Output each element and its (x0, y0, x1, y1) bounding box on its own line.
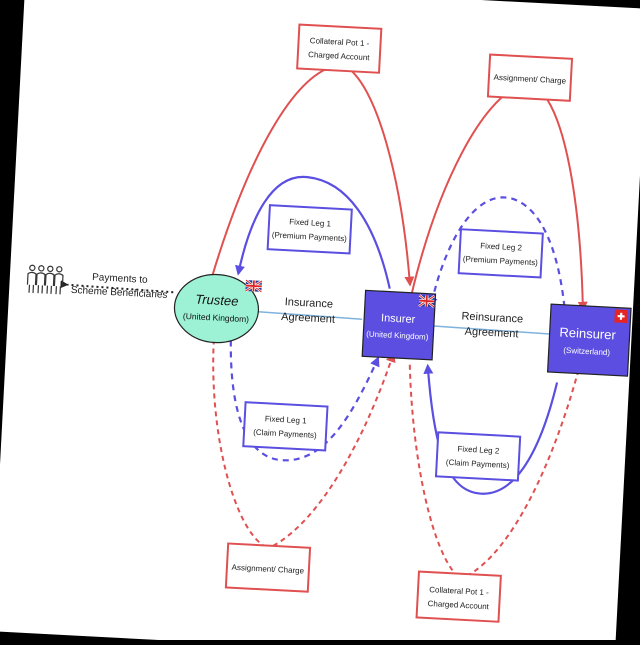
collateral-top-line2: Charged Account (308, 50, 371, 62)
reinsurance-agreement-line1: Reinsurance (461, 310, 523, 325)
arc-reinsurer-premium-dashed (427, 196, 567, 318)
arc-insurer-to-collateral-bottom (408, 364, 458, 577)
fixed-leg-1-premium-line1: Fixed Leg 1 (289, 217, 332, 228)
reinsurance-agreement-line2: Agreement (464, 326, 518, 341)
arc-collateral-bottom-to-reinsurer (466, 373, 579, 577)
swiss-flag-icon (614, 309, 628, 324)
fixed-leg-1-claim-line2: (Claim Payments) (253, 428, 317, 440)
assignment-charge-top-box[interactable]: Assignment/ Charge (486, 53, 574, 102)
payments-label-line1: Payments to (92, 272, 149, 286)
uk-flag-icon (418, 294, 436, 308)
people-group-icon (26, 264, 64, 295)
assignment-bottom-text: Assignment/ Charge (231, 563, 304, 576)
reinsurer-title: Reinsurer (559, 325, 617, 343)
insurer-node[interactable]: Insurer (United Kingdom) (361, 289, 437, 361)
collateral-bottom-line2: Charged Account (427, 599, 490, 611)
uk-flag-icon (244, 279, 263, 293)
fixed-leg-2-premium-line1: Fixed Leg 2 (480, 241, 523, 252)
trustee-node[interactable]: Trustee (United Kingdom) (173, 272, 260, 344)
fixed-leg-2-claim-box[interactable]: Fixed Leg 2 (Claim Payments) (434, 431, 522, 482)
insurance-agreement-line (258, 311, 363, 320)
trustee-subtitle: (United Kingdom) (183, 311, 250, 324)
fixed-leg-2-premium-box[interactable]: Fixed Leg 2 (Premium Payments) (457, 228, 544, 279)
insurance-agreement-line2: Agreement (281, 311, 335, 326)
arc-reinsurer-claim-to-insurer (423, 363, 559, 495)
collateral-pot-1-top-box[interactable]: Collateral Pot 1 - Charged Account (296, 23, 383, 74)
insurer-title: Insurer (381, 312, 416, 326)
reinsurer-node[interactable]: Reinsurer (Switzerland) (546, 303, 632, 377)
reinsurance-agreement-line (431, 325, 552, 335)
arc-trustee-to-collateral-top (211, 65, 334, 277)
reinsurer-subtitle: (Switzerland) (563, 346, 610, 357)
fixed-leg-2-premium-line2: (Premium Payments) (463, 254, 539, 267)
arc-assignment-bottom-to-insurer (272, 351, 396, 547)
collateral-top-line1: Collateral Pot 1 - (310, 36, 370, 48)
assignment-charge-bottom-box[interactable]: Assignment/ Charge (224, 542, 312, 593)
payments-label-line2: Scheme Beneficiaries (71, 285, 168, 301)
fixed-leg-1-premium-box[interactable]: Fixed Leg 1 (Premium Payments) (266, 204, 353, 255)
insurance-agreement-line1: Insurance (284, 296, 333, 311)
arc-trustee-claim-dashed (229, 340, 380, 462)
arc-collateral-top-to-insurer (342, 63, 415, 287)
collateral-pot-1-bottom-box[interactable]: Collateral Pot 1 - Charged Account (415, 570, 502, 623)
arc-trustee-to-assignment-bottom (212, 339, 264, 547)
fixed-leg-2-claim-line2: (Claim Payments) (446, 458, 510, 470)
fixed-leg-1-premium-line2: (Premium Payments) (272, 230, 348, 243)
insurer-subtitle: (United Kingdom) (366, 329, 429, 341)
trustee-title: Trustee (195, 291, 239, 308)
collateral-bottom-line1: Collateral Pot 1 - (429, 585, 489, 597)
arc-insurer-premium-to-trustee (235, 176, 391, 289)
fixed-leg-1-claim-line1: Fixed Leg 1 (265, 414, 308, 425)
assignment-top-text: Assignment/ Charge (493, 73, 566, 86)
fixed-leg-2-claim-line1: Fixed Leg 2 (457, 444, 500, 455)
fixed-leg-1-claim-box[interactable]: Fixed Leg 1 (Claim Payments) (242, 401, 329, 452)
